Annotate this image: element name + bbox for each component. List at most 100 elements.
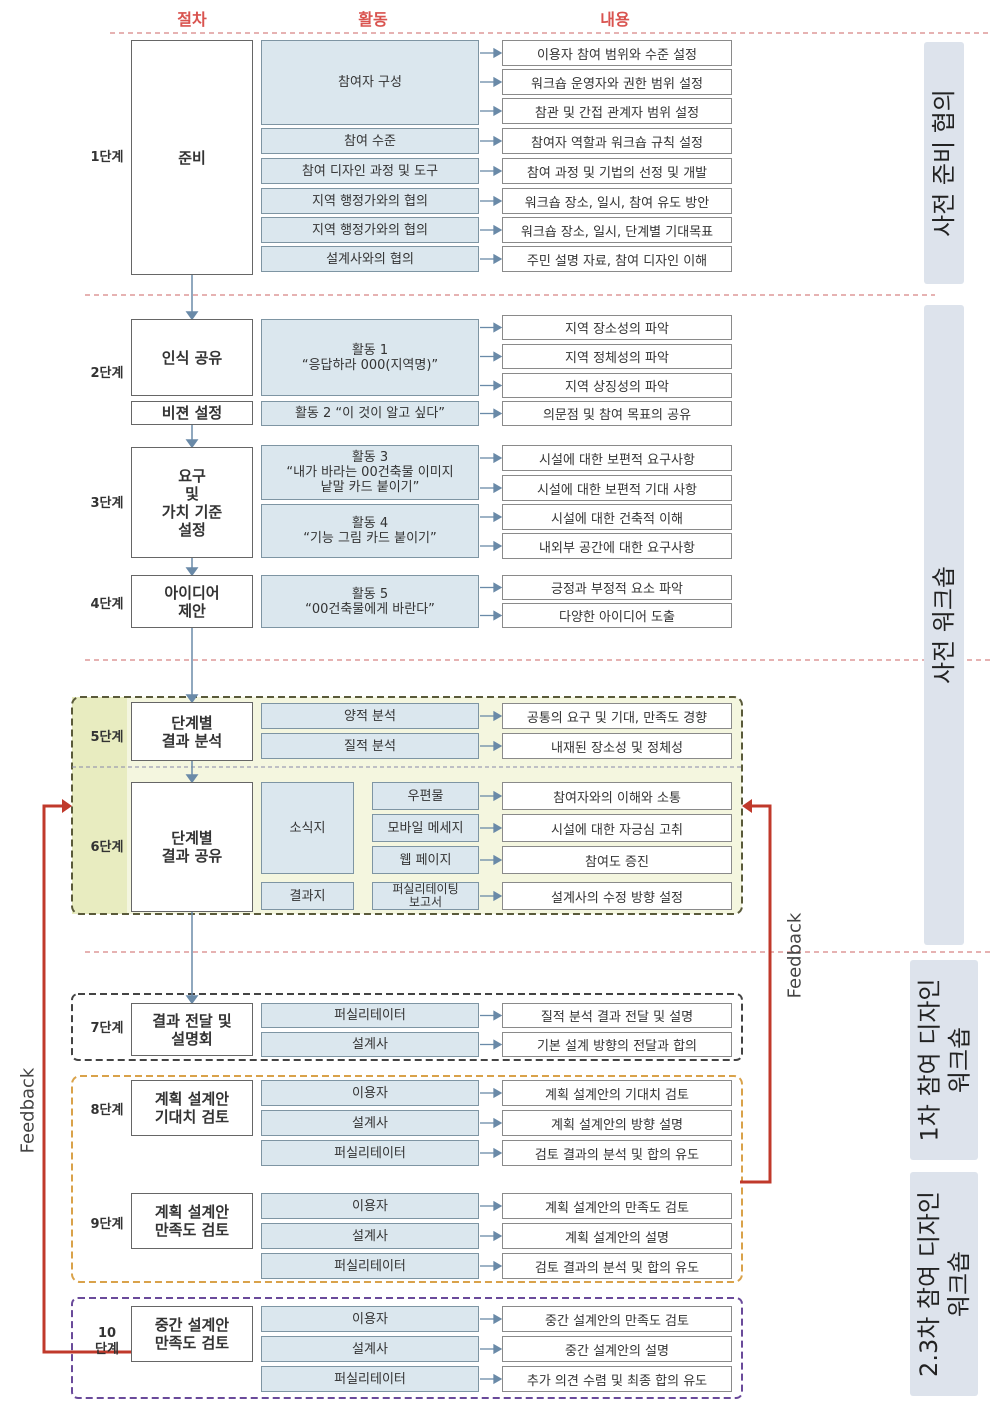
activity-box: 설계사 [261, 1110, 479, 1136]
activity-box: 우편물 [372, 782, 479, 810]
stage-label: 7단계 [90, 1021, 124, 1036]
activity-box: 설계사 [261, 1336, 479, 1362]
frame-stage7 [71, 993, 743, 1061]
activity-box: 양적 분석 [261, 703, 479, 729]
content-box: 시설에 대한 자긍심 고취 [502, 814, 732, 842]
content-box: 공통의 요구 및 기대, 만족도 경향 [502, 703, 732, 729]
content-box: 계획 설계안의 기대치 검토 [502, 1080, 732, 1106]
connector-arrowhead [493, 1147, 503, 1159]
activity-box: 소식지 [261, 782, 354, 874]
activity-box: 설계사 [261, 1223, 479, 1249]
connector-arrowhead [493, 1260, 503, 1272]
connector-arrowhead [493, 165, 503, 177]
content-box: 참여도 증진 [502, 846, 732, 874]
activity-box: 이용자 [261, 1193, 479, 1219]
connector-arrowhead [493, 610, 503, 621]
feedback-label-right: Feedback [784, 912, 806, 999]
connector-arrowhead [493, 822, 503, 834]
content-box: 검토 결과의 분석 및 합의 유도 [502, 1140, 732, 1166]
content-box: 질적 분석 결과 전달 및 설명 [502, 1003, 732, 1028]
connector-arrowhead [493, 322, 503, 333]
content-box: 워크숍 운영자와 권한 범위 설정 [502, 69, 732, 95]
phase-workshop-2-3: 2.3차 참여 디자인 워크숍 [910, 1172, 978, 1396]
procedure-box: 준비 [131, 40, 253, 275]
connector-arrowhead [493, 582, 503, 593]
connector-arrowhead [493, 253, 503, 265]
stage-label: 5단계 [90, 730, 124, 745]
stage-label: 1단계 [90, 150, 124, 165]
stage-label: 8단계 [90, 1103, 124, 1118]
procedure-box: 중간 설계안 만족도 검토 [131, 1306, 253, 1362]
activity-box: 활동 2 “이 것이 알고 싶다” [261, 401, 479, 426]
stage-label: 9단계 [90, 1217, 124, 1232]
procedure-box: 결과 전달 및 설명회 [131, 1003, 253, 1056]
content-box: 참여 과정 및 기법의 선정 및 개발 [502, 158, 732, 184]
procedure-box: 비젼 설정 [131, 401, 253, 425]
activity-box: 지역 행정가와의 협의 [261, 217, 479, 243]
connector-arrowhead [493, 1117, 503, 1129]
connector-arrowhead [493, 1343, 503, 1355]
content-box: 내재된 장소성 및 정체성 [502, 733, 732, 759]
stage-label: 10 단계 [95, 1326, 119, 1357]
connector-arrowhead [493, 1039, 503, 1050]
activity-box: 활동 1 “응답하라 000(지역명)” [261, 319, 479, 396]
content-box: 내외부 공간에 대한 요구사항 [502, 533, 732, 559]
header-procedure: 절차 [177, 10, 207, 29]
content-box: 지역 정체성의 파악 [502, 344, 732, 369]
content-box: 지역 장소성의 파악 [502, 315, 732, 340]
content-box: 시설에 대한 건축적 이해 [502, 504, 732, 530]
activity-box: 이용자 [261, 1080, 479, 1106]
content-box: 검토 결과의 분석 및 합의 유도 [502, 1253, 732, 1279]
content-box: 참여자 역할과 워크숍 규칙 설정 [502, 128, 732, 154]
activity-box: 활동 3 “내가 바라는 00건축물 이미지 낱말 카드 붙이기” [261, 445, 479, 500]
connector-arrowhead [493, 511, 503, 523]
connector-arrowhead [493, 890, 503, 902]
header-content: 내용 [600, 10, 630, 29]
connector-arrowhead [493, 351, 503, 362]
content-box: 계획 설계안의 만족도 검토 [502, 1193, 732, 1219]
content-box: 계획 설계안의 방향 설명 [502, 1110, 732, 1136]
content-box: 워크숍 장소, 일시, 단계별 기대목표 [502, 217, 732, 243]
header-activity: 활동 [358, 10, 388, 29]
procedure-box: 계획 설계안 만족도 검토 [131, 1193, 253, 1249]
frame-stage10 [71, 1297, 743, 1399]
procedure-box: 아이디어 제안 [131, 575, 253, 628]
content-box: 시설에 대한 보편적 요구사항 [502, 445, 732, 471]
phase-pre-workshop: 사전 워크숍 [924, 305, 964, 945]
content-box: 중간 설계안의 만족도 검토 [502, 1306, 732, 1332]
activity-box: 이용자 [261, 1306, 479, 1332]
connector-arrowhead [493, 740, 503, 752]
content-box: 다양한 아이디어 도출 [502, 603, 732, 628]
activity-box: 참여 수준 [261, 128, 479, 154]
content-box: 지역 상징성의 파악 [502, 373, 732, 398]
connector-arrowhead [493, 1230, 503, 1242]
content-box: 워크숍 장소, 일시, 참여 유도 방안 [502, 188, 732, 214]
connector-arrowhead [493, 1010, 503, 1021]
content-box: 의문점 및 참여 목표의 공유 [502, 401, 732, 426]
connector-arrowhead [493, 224, 503, 236]
activity-box: 퍼실리테이팅 보고서 [372, 882, 479, 910]
activity-box: 결과지 [261, 882, 354, 910]
procedure-box: 계획 설계안 기대치 검토 [131, 1080, 253, 1136]
activity-box: 퍼실리테이터 [261, 1253, 479, 1279]
procedure-box: 단계별 결과 공유 [131, 782, 253, 912]
connector-arrowhead [493, 452, 503, 464]
activity-box: 퍼실리테이터 [261, 1140, 479, 1166]
activity-box: 참여 디자인 과정 및 도구 [261, 158, 479, 184]
activity-box: 웹 페이지 [372, 846, 479, 874]
connector-arrowhead [493, 135, 503, 147]
connector-arrowhead [493, 1313, 503, 1325]
stage-label: 2단계 [90, 366, 124, 381]
activity-box: 참여자 구성 [261, 40, 479, 125]
activity-box: 설계사와의 협의 [261, 246, 479, 272]
connector-arrowhead [493, 540, 503, 552]
frame-stage8-9 [71, 1075, 743, 1283]
procedure-box: 인식 공유 [131, 319, 253, 396]
procedure-box: 단계별 결과 분석 [131, 702, 253, 761]
content-box: 긍정과 부정적 요소 파악 [502, 575, 732, 600]
connector-arrowhead [493, 1087, 503, 1099]
phase-workshop-1: 1차 참여 디자인 워크숍 [910, 960, 978, 1160]
connector-arrowhead [493, 408, 503, 419]
content-box: 추가 의견 수렴 및 최종 합의 유도 [502, 1366, 732, 1392]
content-box: 기본 설계 방향의 전달과 합의 [502, 1032, 732, 1057]
